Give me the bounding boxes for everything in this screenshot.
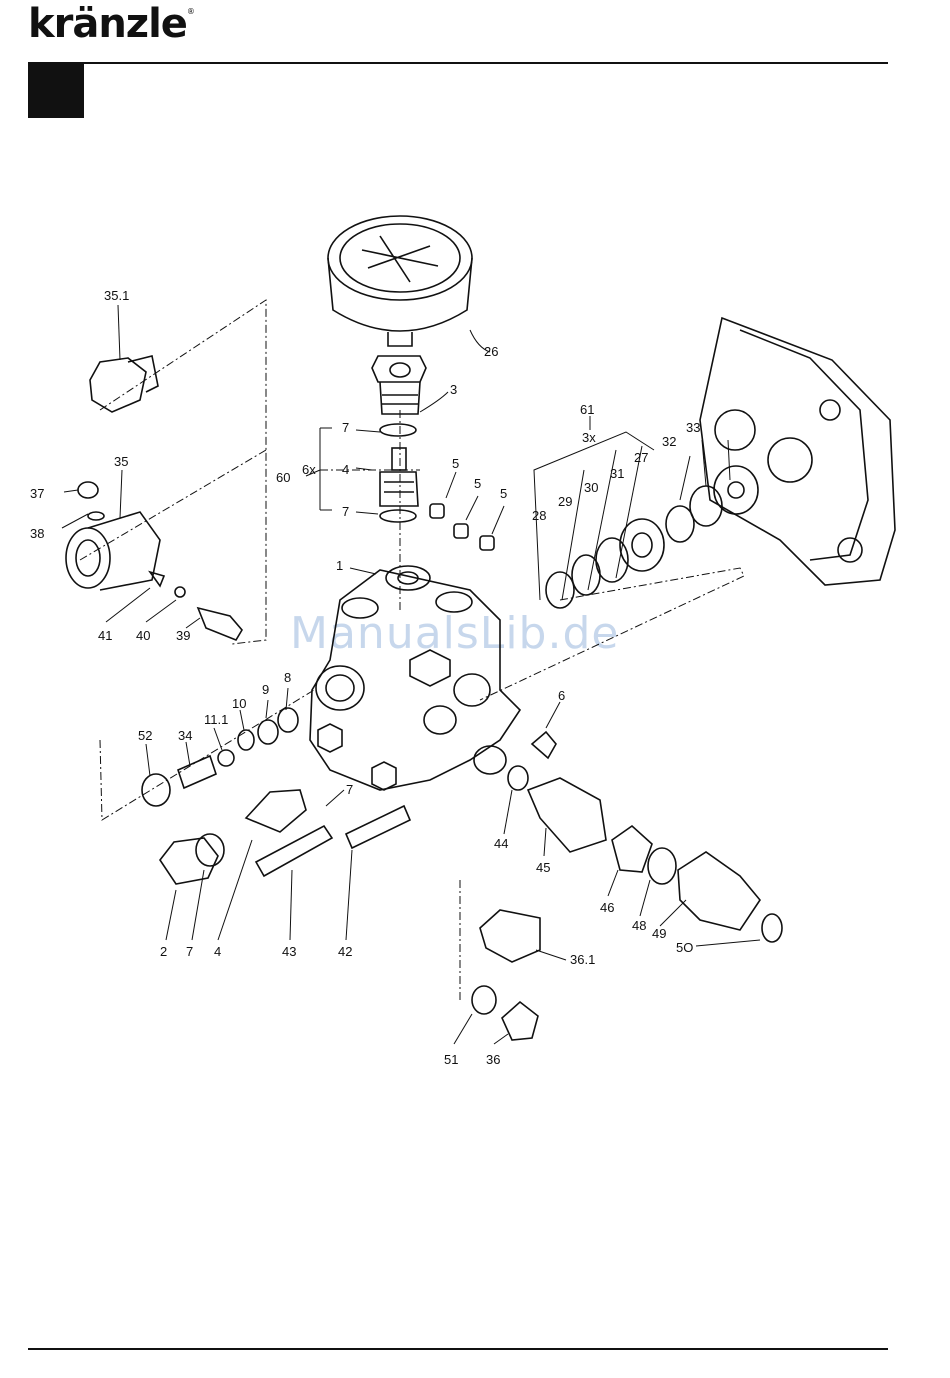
callout-60: 60: [276, 470, 290, 485]
callout-9: 9: [262, 682, 269, 697]
callout-51: 51: [444, 1052, 458, 1067]
plug-2: [160, 838, 218, 884]
connector-part: [372, 356, 426, 414]
callout-1: 1: [336, 558, 343, 573]
callout-7-upper: 7: [342, 420, 349, 435]
callout-10: 10: [232, 696, 246, 711]
callout-35-1: 35.1: [104, 288, 129, 303]
callout-26: 26: [484, 344, 498, 359]
callout-43: 43: [282, 944, 296, 959]
callout-42: 42: [338, 944, 352, 959]
seal-rings: [546, 466, 758, 608]
spring-34: [178, 756, 216, 788]
elbow-36-1: [480, 910, 540, 962]
callout-41: 41: [98, 628, 112, 643]
callout-33: 33: [686, 420, 700, 435]
callout-7-bottom: 7: [186, 944, 193, 959]
fitting-46: [612, 826, 652, 872]
callout-3: 3: [450, 382, 457, 397]
fitting-45: [528, 778, 606, 852]
valve-seats: [430, 504, 494, 550]
ball-part: [175, 587, 185, 597]
ring-9: [258, 720, 278, 744]
callout-48: 48: [632, 918, 646, 933]
callout-7-mid: 7: [346, 782, 353, 797]
oring-7-lower: [196, 834, 224, 866]
callout-61: 61: [580, 402, 594, 417]
callout-2: 2: [160, 944, 167, 959]
ring-44: [508, 766, 528, 790]
bolt-43: [256, 826, 332, 876]
callout-39: 39: [176, 628, 190, 643]
callout-8: 8: [284, 670, 291, 685]
callout-34: 34: [178, 728, 192, 743]
callout-29: 29: [558, 494, 572, 509]
ring-48: [648, 848, 676, 884]
pressure-gauge-part: [328, 216, 472, 346]
callout-5-a: 5: [452, 456, 459, 471]
callout-44: 44: [494, 836, 508, 851]
valve-4-lower: [246, 790, 306, 832]
callout-11-1: 11.1: [204, 712, 228, 727]
valve-set-part: [380, 424, 418, 522]
coupling-49: [678, 852, 760, 930]
ball-11-1: [218, 750, 234, 766]
washer-part: [88, 512, 104, 520]
callout-6: 6: [558, 688, 565, 703]
callout-45: 45: [536, 860, 550, 875]
callout-30: 30: [584, 480, 598, 495]
callout-36: 36: [486, 1052, 500, 1067]
oring-50: [762, 914, 782, 942]
valve-housing-part: [66, 512, 160, 590]
callout-5-b: 5: [474, 476, 481, 491]
nipple-part: [198, 608, 242, 640]
callout-27: 27: [634, 450, 648, 465]
callout-49: 49: [652, 926, 666, 941]
plug-6: [532, 732, 556, 758]
callout-6x: 6x: [302, 462, 316, 477]
manifold-plate: [700, 318, 895, 585]
callout-5-c: 5: [500, 486, 507, 501]
callout-32: 32: [662, 434, 676, 449]
callout-3x: 3x: [582, 430, 596, 445]
callout-38: 38: [30, 526, 44, 541]
ring-8: [278, 708, 298, 732]
callout-40: 40: [136, 628, 150, 643]
callout-31: 31: [610, 466, 624, 481]
oring-52: [142, 774, 170, 806]
callout-4-bottom: 4: [214, 944, 221, 959]
callout-4-upper: 4: [342, 462, 349, 477]
bolt-42: [346, 806, 410, 848]
callout-46: 46: [600, 900, 614, 915]
filter-51: [472, 986, 496, 1014]
callout-28: 28: [532, 508, 546, 523]
callout-36-1: 36.1: [570, 952, 595, 967]
pump-head-body: [310, 566, 520, 790]
callout-50: 5O: [676, 940, 693, 955]
ring-10: [238, 730, 254, 750]
callout-35: 35: [114, 454, 128, 469]
plug-part: [90, 356, 158, 412]
callout-52: 52: [138, 728, 152, 743]
cap-part: [78, 482, 98, 498]
callout-37: 37: [30, 486, 44, 501]
callout-7-lower: 7: [342, 504, 349, 519]
